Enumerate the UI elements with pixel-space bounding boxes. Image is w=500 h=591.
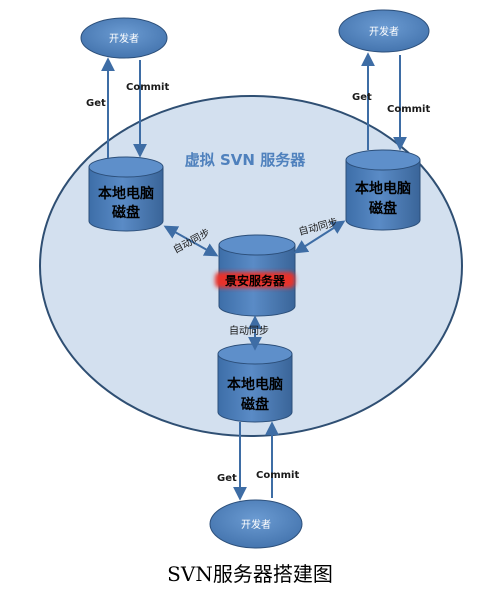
disk-right: 本地电脑 磁盘 (345, 149, 421, 231)
label-sync-bottom: 自动同步 (229, 324, 269, 337)
disk-bottom-line2: 磁盘 (241, 396, 269, 413)
label-left-commit: Commit (126, 82, 169, 93)
developer-top-right: 开发者 (338, 9, 430, 53)
center-server-label: 景安服务器 (225, 273, 286, 288)
developer-top-left: 开发者 (80, 17, 168, 59)
disk-left: 本地电脑 磁盘 (88, 156, 164, 232)
disk-right-line1: 本地电脑 (355, 180, 411, 197)
label-right-get: Get (352, 92, 372, 103)
disk-left-line1: 本地电脑 (98, 185, 154, 202)
label-right-commit: Commit (387, 104, 430, 115)
label-left-get: Get (86, 98, 106, 109)
center-server-highlight (215, 272, 295, 288)
virtual-server-label: 虚拟 SVN 服务器 (185, 151, 306, 169)
sync-arrow-right (293, 220, 346, 254)
developer-top-left-label: 开发者 (109, 32, 139, 45)
developer-bottom: 开发者 (209, 499, 303, 549)
diagram-caption: SVN服务器搭建图 (167, 562, 333, 586)
disk-right-line2: 磁盘 (369, 200, 397, 217)
disk-left-line2: 磁盘 (112, 204, 140, 221)
center-server: 景安服务器 (215, 234, 296, 317)
developer-bottom-label: 开发者 (241, 518, 271, 531)
disk-bottom-line1: 本地电脑 (227, 376, 283, 393)
sync-arrow-left (163, 225, 219, 257)
label-bottom-commit: Commit (256, 470, 299, 481)
disk-bottom: 本地电脑 磁盘 (217, 343, 293, 423)
label-bottom-get: Get (217, 473, 237, 484)
developer-top-right-label: 开发者 (369, 25, 399, 38)
